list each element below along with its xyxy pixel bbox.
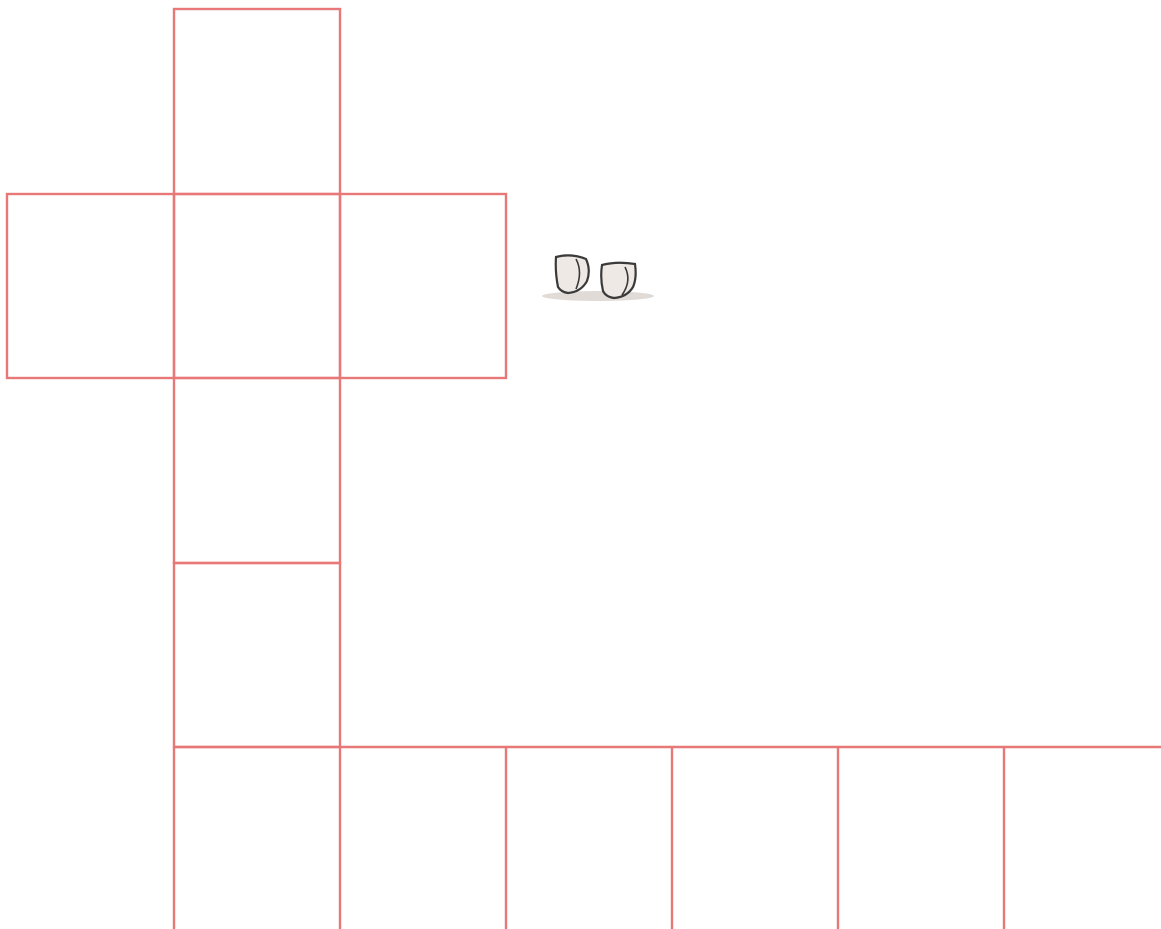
cup-left-icon [556,255,589,293]
bottom-row [174,747,1161,929]
sketch-ground-shadow [542,291,654,301]
grid-cell-middle-left [7,194,174,378]
grid-cell-top [174,9,340,194]
grid-cell-lower-2 [174,563,340,747]
grid-cell-middle-right [340,194,506,378]
grid-cell-middle-center [174,194,340,378]
cup-pair-icon [542,255,654,301]
grid-cell-lower-1 [174,378,340,563]
